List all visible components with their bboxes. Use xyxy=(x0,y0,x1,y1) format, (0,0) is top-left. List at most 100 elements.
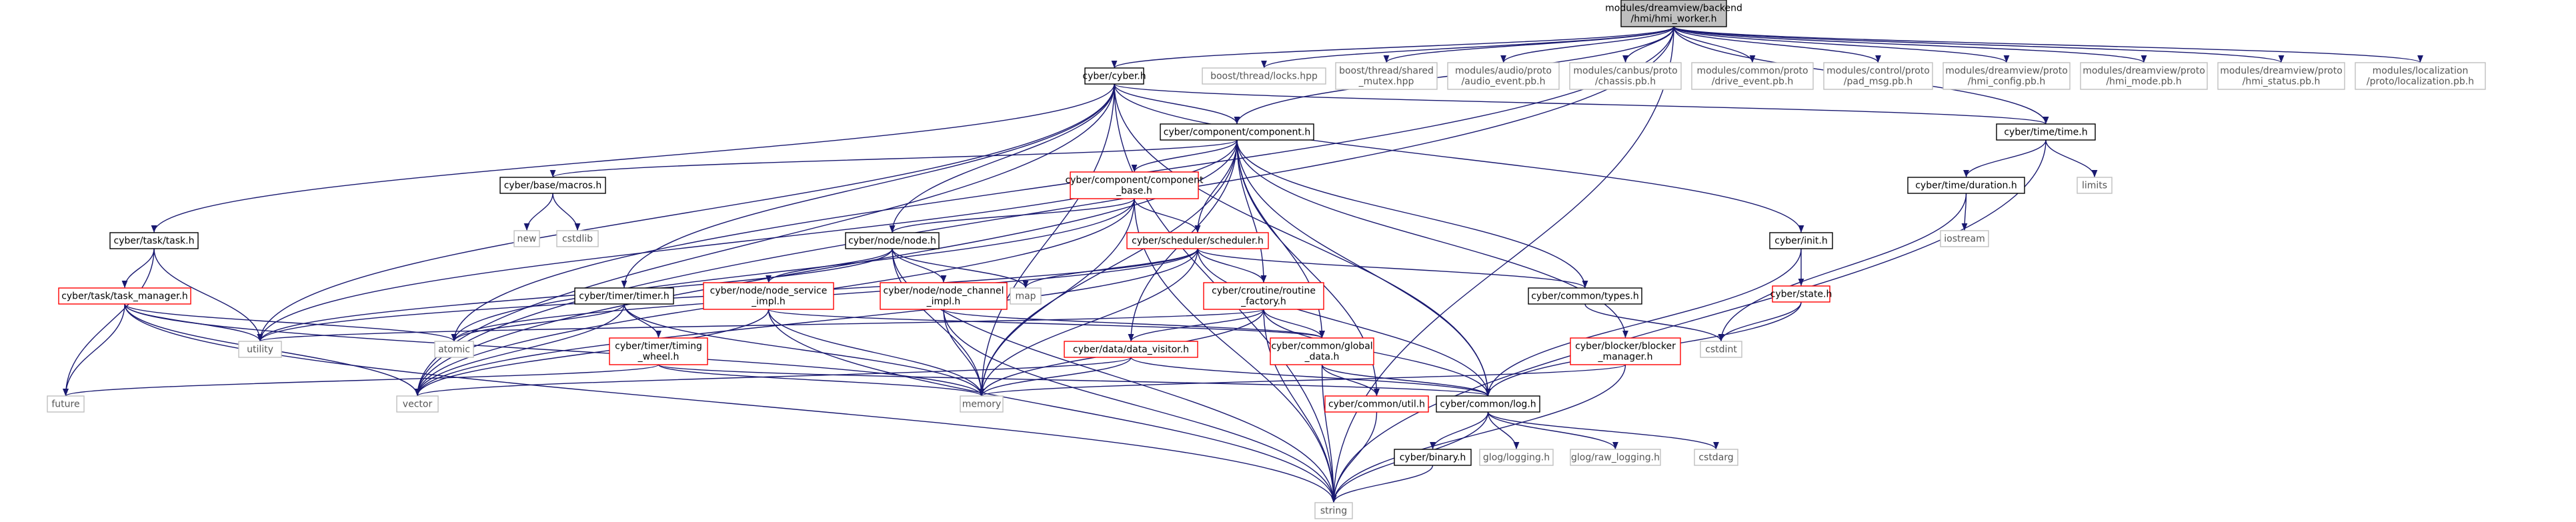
node-timing-wheel[interactable]: cyber/timer/timing_wheel.h xyxy=(609,337,708,365)
node-box xyxy=(1324,395,1429,413)
edge-component_base-to-string xyxy=(1134,198,1337,503)
edge-node_channel-to-global_data xyxy=(943,309,1325,339)
node-label: _manager.h xyxy=(1598,352,1653,363)
node-label: cyber/timer/timing xyxy=(615,341,702,352)
edge-timing_wheel-to-future xyxy=(63,364,660,397)
node-duration-h[interactable]: cyber/time/duration.h xyxy=(1907,177,2025,194)
node-component-h[interactable]: cyber/component/component.h xyxy=(1160,123,1314,141)
edge-timer_h-to-memory xyxy=(623,303,985,397)
node-label: cyber/cyber.h xyxy=(1082,71,1146,82)
node-box xyxy=(609,337,708,365)
node-macros-h[interactable]: cyber/base/macros.h xyxy=(499,177,606,194)
node-box xyxy=(574,287,674,305)
node-label: cstdarg xyxy=(1698,453,1733,463)
node-blocker-manager[interactable]: cyber/blocker/blocker_manager.h xyxy=(1570,337,1681,365)
node-label: cyber/scheduler/scheduler.h xyxy=(1132,236,1264,247)
node-label: map xyxy=(1015,291,1036,302)
node-label: modules/common/proto xyxy=(1696,66,1808,77)
node-localization: modules/localization/proto/localization.… xyxy=(2355,62,2486,90)
node-box xyxy=(1447,62,1560,90)
node-util-h[interactable]: cyber/common/util.h xyxy=(1324,395,1429,413)
node-label: atomic xyxy=(438,345,470,355)
edge-node_service-to-global_data xyxy=(768,309,1325,339)
edge-hmi_worker-to-hmi_mode xyxy=(1673,26,2147,63)
edge-timer_h-to-atomic xyxy=(451,303,625,342)
node-utility: utility xyxy=(238,341,282,358)
node-label: glog/raw_logging.h xyxy=(1571,453,1660,463)
node-box xyxy=(1394,449,1472,466)
node-box xyxy=(1907,177,2025,194)
node-label: /audio_event.pb.h xyxy=(1462,77,1546,87)
edge-time_h-to-duration_h xyxy=(1963,139,2047,178)
node-box xyxy=(960,395,1004,413)
edge-routine_factory-to-log_h xyxy=(1263,309,1491,397)
edge-log_h-to-cstdarg xyxy=(1487,411,1719,450)
node-label: cyber/data/data_visitor.h xyxy=(1073,345,1189,355)
edge-cyber_h-to-task_h xyxy=(151,83,1115,233)
edge-hmi_worker-to-localization xyxy=(1673,26,2423,63)
edge-component_base-to-memory xyxy=(978,198,1135,397)
node-cyber-h[interactable]: cyber/cyber.h xyxy=(1082,67,1146,85)
node-boost-shared-mutex: boost/thread/shared_mutex.hpp xyxy=(1335,62,1438,90)
node-time-h[interactable]: cyber/time/time.h xyxy=(1996,123,2096,141)
node-global-data[interactable]: cyber/common/global_data.h xyxy=(1270,337,1374,365)
node-log-h[interactable]: cyber/common/log.h xyxy=(1436,395,1540,413)
edge-log_h-to-glog_raw xyxy=(1487,411,1618,450)
edge-time_h-to-string xyxy=(1330,139,2047,503)
node-string: string xyxy=(1314,502,1353,519)
node-box xyxy=(1772,285,1830,303)
node-box xyxy=(396,395,439,413)
edge-component_base-to-node_h xyxy=(889,198,1135,233)
node-label: new xyxy=(517,234,537,245)
node-limits: limits xyxy=(2077,177,2113,194)
node-types-h[interactable]: cyber/common/types.h xyxy=(1528,287,1642,305)
edge-scheduler_h-to-routine_factory xyxy=(1197,248,1267,283)
node-state-h[interactable]: cyber/state.h xyxy=(1770,285,1832,303)
node-box xyxy=(1570,449,1661,466)
node-component-base[interactable]: cyber/component/component_base.h xyxy=(1065,171,1204,199)
edge-node_service-to-memory xyxy=(768,309,985,397)
node-label: modules/dreamview/backend xyxy=(1605,3,1742,14)
node-binary-h[interactable]: cyber/binary.h xyxy=(1394,449,1472,466)
node-data-visitor[interactable]: cyber/data/data_visitor.h xyxy=(1064,341,1198,358)
node-timer-h[interactable]: cyber/timer/timer.h xyxy=(574,287,674,305)
node-init-h[interactable]: cyber/init.h xyxy=(1769,232,1833,249)
node-label: cyber/node/node_channel xyxy=(884,286,1004,297)
edge-hmi_worker-to-pad_msg xyxy=(1673,26,1881,63)
edge-hmi_worker-to-hmi_status xyxy=(1673,26,2285,63)
node-box xyxy=(1160,123,1314,141)
node-box xyxy=(1064,341,1198,358)
node-box xyxy=(1691,62,1814,90)
edge-types_h-to-cstdint xyxy=(1584,303,1724,342)
node-box xyxy=(58,287,191,305)
node-label: _impl.h xyxy=(751,297,786,307)
node-task-h[interactable]: cyber/task/task.h xyxy=(109,232,199,249)
node-node-h[interactable]: cyber/node/node.h xyxy=(845,232,940,249)
edge-routine_factory-to-global_data xyxy=(1263,309,1325,339)
node-label: cyber/common/log.h xyxy=(1440,399,1536,410)
edge-component_h-to-memory xyxy=(978,139,1238,397)
edge-cyber_h-to-utility xyxy=(257,83,1115,342)
node-label: iostream xyxy=(1944,234,1985,245)
node-hmi-worker: modules/dreamview/backend/hmi/hmi_worker… xyxy=(1605,0,1742,27)
node-label: glog/logging.h xyxy=(1483,453,1550,463)
edge-state_h-to-cstdint xyxy=(1718,301,1802,342)
edge-component_h-to-macros_h xyxy=(549,139,1238,178)
node-box xyxy=(1769,232,1833,249)
node-box xyxy=(880,282,1008,310)
edge-time_h-to-limits xyxy=(2045,139,2098,178)
node-box xyxy=(2217,62,2345,90)
node-label: cyber/task/task_manager.h xyxy=(61,291,188,302)
node-label: string xyxy=(1320,506,1347,517)
node-node-channel[interactable]: cyber/node/node_channel_impl.h xyxy=(880,282,1008,310)
node-task-manager[interactable]: cyber/task/task_manager.h xyxy=(58,287,191,305)
node-node-service[interactable]: cyber/node/node_service_impl.h xyxy=(703,282,834,310)
edge-data_visitor-to-log_h xyxy=(1130,357,1491,397)
node-cstdarg: cstdarg xyxy=(1694,449,1738,466)
node-scheduler-h[interactable]: cyber/scheduler/scheduler.h xyxy=(1126,232,1269,249)
edge-node_service-to-vector xyxy=(414,309,770,397)
node-glog-raw: glog/raw_logging.h xyxy=(1570,449,1661,466)
edge-scheduler_h-to-log_h xyxy=(1197,248,1491,397)
node-label: modules/dreamview/proto xyxy=(2220,66,2343,77)
node-routine-factory[interactable]: cyber/croutine/routine_factory.h xyxy=(1203,282,1324,310)
